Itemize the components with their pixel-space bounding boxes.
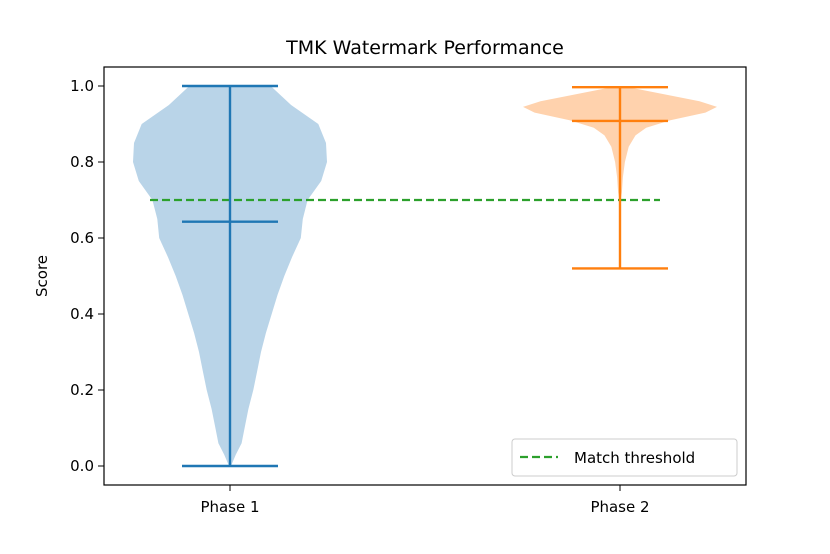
plot-frame [103, 66, 747, 486]
y-tick-label: 0.0 [70, 457, 94, 475]
y-tick-label: 0.8 [70, 153, 94, 171]
y-tick-label: 0.6 [70, 229, 94, 247]
x-tick-label: Phase 2 [590, 498, 649, 516]
y-tick-label: 0.4 [70, 305, 94, 323]
y-tick-label: 0.2 [70, 381, 94, 399]
y-tick-label: 1.0 [70, 77, 94, 95]
legend-box [511, 438, 738, 477]
chart-title: TMK Watermark Performance [285, 37, 564, 59]
x-tick-label: Phase 1 [200, 498, 259, 516]
legend-threshold-label: Match threshold [574, 449, 695, 467]
y-axis-label: Score [33, 255, 51, 297]
legend: Match threshold [511, 438, 738, 477]
